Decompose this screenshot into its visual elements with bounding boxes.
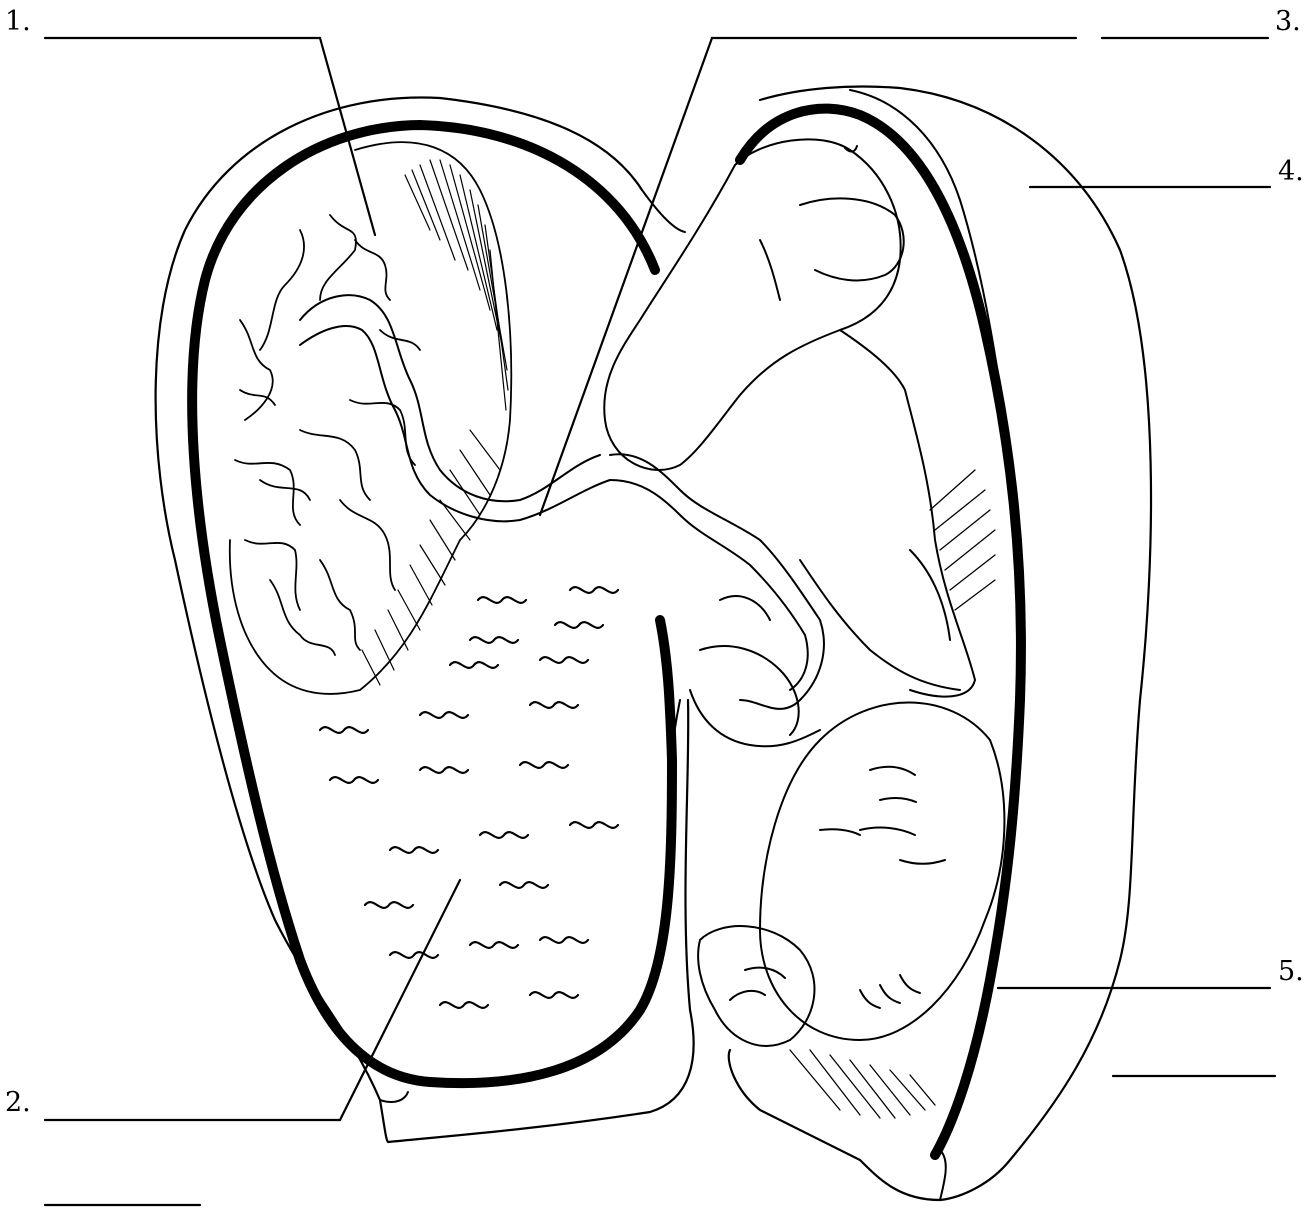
fetus-hand <box>698 926 814 1046</box>
label-3: 3. <box>1275 6 1301 37</box>
umbilical-cord-right <box>610 454 824 709</box>
placenta <box>230 142 610 694</box>
labels: 1. 3. 4. 5. 2. <box>5 6 1304 1118</box>
fetus-leg-2 <box>840 330 975 697</box>
label-4: 4. <box>1278 156 1304 187</box>
fetus-leg <box>604 139 900 470</box>
umbilical-cord-left <box>300 295 610 521</box>
left-uterine-half <box>156 97 694 1142</box>
right-uterine-wall-outline <box>729 87 1151 1201</box>
label-1: 1. <box>5 6 31 37</box>
fetus-foot <box>800 198 904 280</box>
amniotic-fluid <box>320 587 618 1008</box>
label-2: 2. <box>5 1087 31 1118</box>
left-uterine-wall-outline <box>156 97 694 1142</box>
right-uterine-half <box>729 87 1151 1201</box>
right-chorionic-membrane <box>740 109 1021 1155</box>
label-5: 5. <box>1278 956 1304 987</box>
